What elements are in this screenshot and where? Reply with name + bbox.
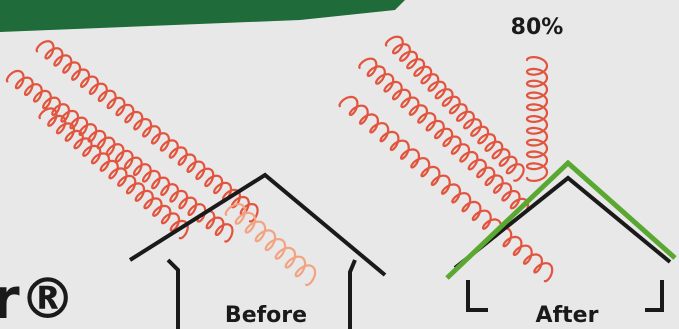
- after-label: After: [536, 303, 599, 328]
- brand-partial-text: r®: [0, 267, 76, 329]
- before-label: Before: [225, 303, 307, 328]
- heat-wave-icon: [226, 204, 315, 285]
- after-heat-waves: [340, 37, 553, 282]
- heat-wave-icon: [386, 37, 524, 181]
- reflected-heat-wave-icon: [527, 57, 547, 181]
- heat-wave-icon: [340, 97, 553, 281]
- reflect-percent-label: 80%: [511, 15, 564, 40]
- heat-wave-icon: [40, 108, 188, 238]
- before-heat-waves: [7, 41, 315, 285]
- top-banner: [0, 0, 405, 32]
- radiant-barrier-line: [447, 163, 675, 278]
- heat-wave-icon: [37, 41, 258, 221]
